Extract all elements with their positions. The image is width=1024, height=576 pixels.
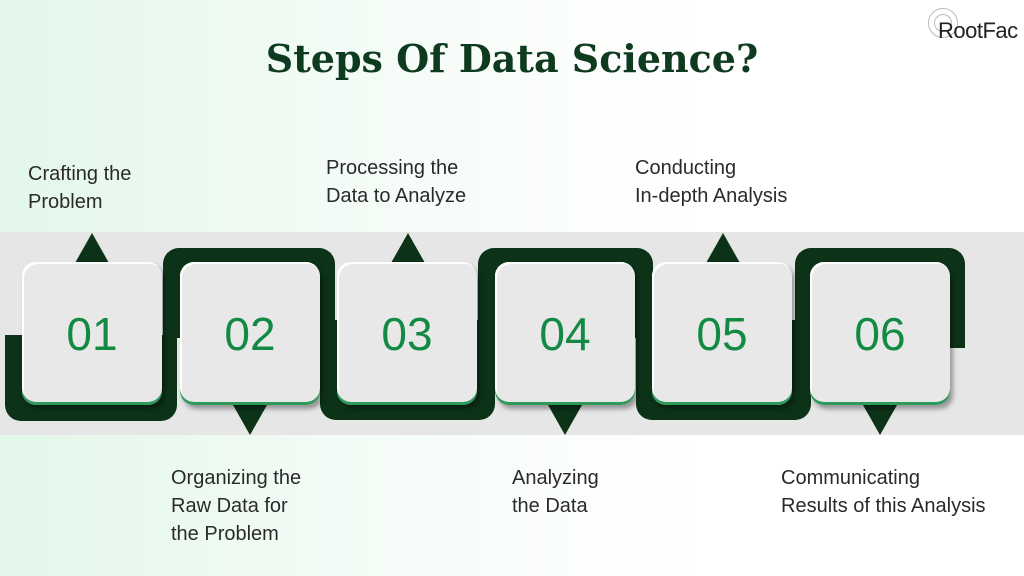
logo-ring-icon: [934, 14, 952, 32]
arrow-down-icon: [863, 405, 897, 435]
logo: RootFac: [928, 8, 1024, 48]
step-box-03: 03: [337, 262, 477, 405]
step-label-02: Organizing the Raw Data for the Problem: [171, 467, 302, 545]
step-box-04: 04: [495, 262, 635, 405]
logo-text: RootFac: [938, 18, 1018, 43]
step-label-04: Analyzing the Data: [512, 467, 599, 517]
arrow-up-icon: [706, 233, 740, 263]
step-label-01: Crafting the Problem: [28, 163, 132, 213]
page-title: Steps Of Data Science?: [265, 36, 759, 81]
step-box-02: 02: [180, 262, 320, 405]
logo-ring-icon: [928, 8, 958, 38]
step-box-06: 06: [810, 262, 950, 405]
step-label-05: Conducting In-depth Analysis: [635, 157, 788, 207]
step-box-05: 05: [652, 262, 792, 405]
arrow-down-icon: [548, 405, 582, 435]
arrow-up-icon: [75, 233, 109, 263]
step-label-03: Processing the Data to Analyze: [326, 157, 467, 207]
arrow-up-icon: [391, 233, 425, 263]
step-box-01: 01: [22, 262, 162, 405]
step-label-06: Communicating Results of this Analysis: [781, 467, 986, 517]
arrow-down-icon: [233, 405, 267, 435]
